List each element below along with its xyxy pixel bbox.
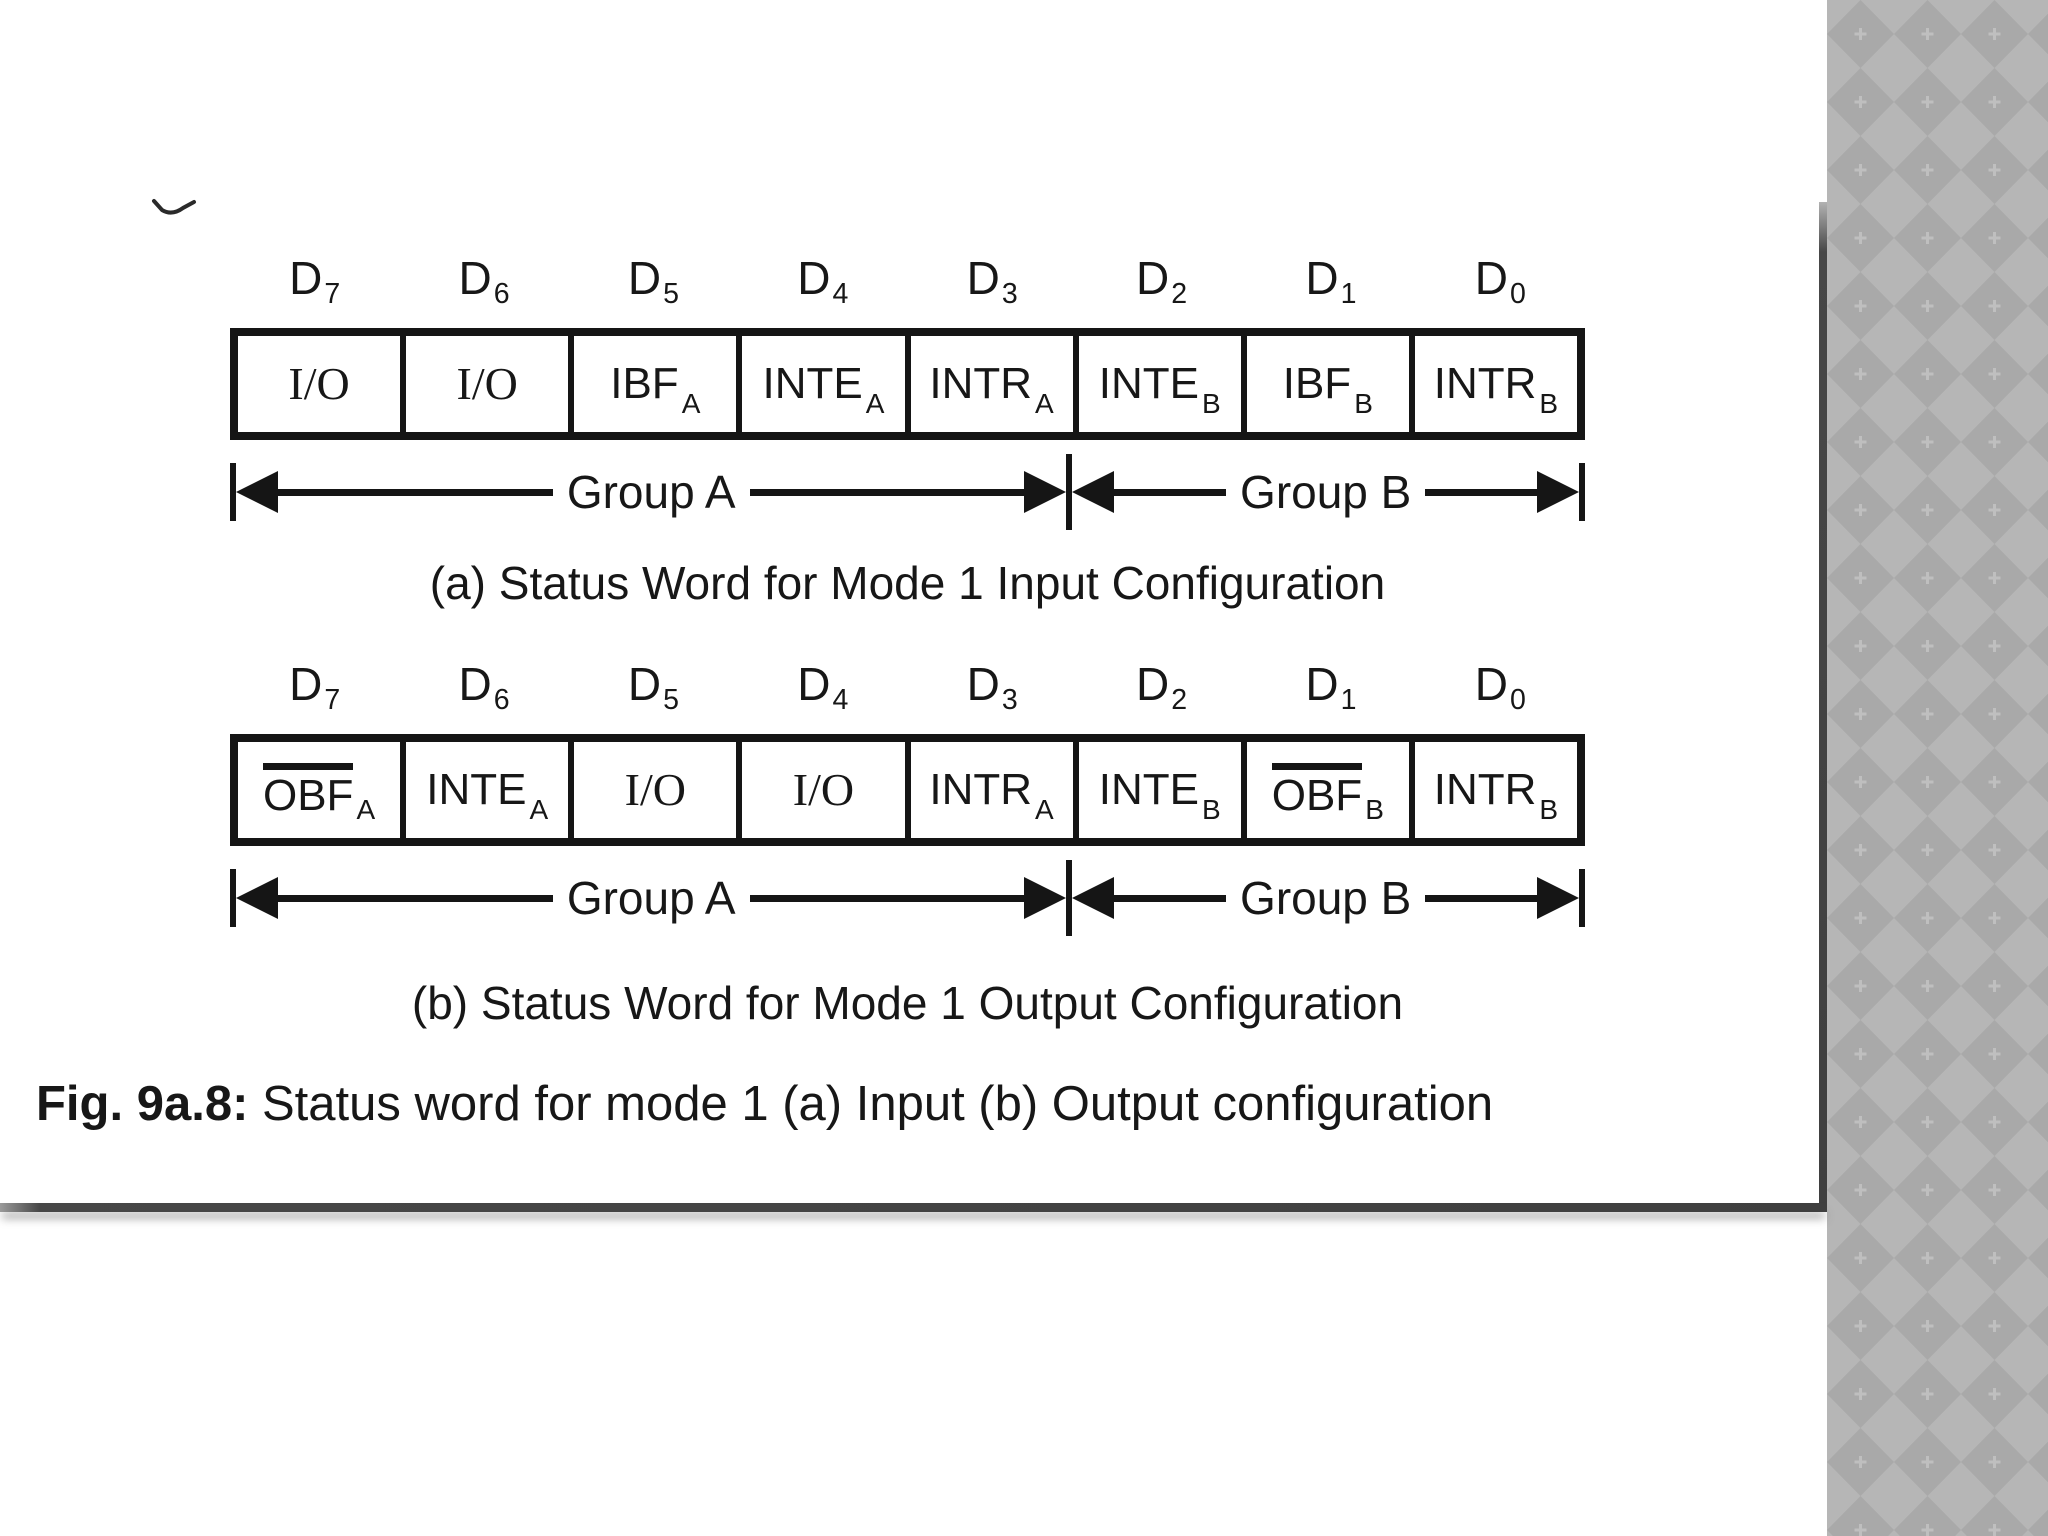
argyle-pattern-strip — [1827, 0, 2048, 1536]
status-bit-cell-IO: I/O — [568, 742, 736, 838]
bit-label-D2: D2 — [1136, 252, 1188, 311]
diagram-b-caption: (b) Status Word for Mode 1 Output Config… — [411, 977, 1404, 1029]
arrowhead-right-icon — [1024, 877, 1067, 919]
bit-label-D5: D5 — [627, 658, 679, 717]
arrowhead-right-icon — [1537, 471, 1580, 513]
figure-caption-number: Fig. 9a.8: — [36, 1077, 249, 1131]
bit-labels-row-b: D7 D6 D5 D4 D3 D2 D1 D0 — [230, 654, 1585, 718]
arrowhead-right-icon — [1537, 877, 1580, 919]
group-a-label: Group A — [566, 466, 736, 518]
bit-label-D2: D2 — [1136, 658, 1188, 717]
group-a-label: Group A — [566, 872, 736, 924]
arrow-line — [749, 894, 1025, 902]
bit-label-D6: D6 — [458, 252, 510, 311]
arrow-line — [1114, 894, 1227, 902]
arrow-endbar — [230, 463, 236, 521]
slide-frame-bottom-line — [0, 1203, 1827, 1212]
group-span-arrows-a: Group A Group B — [230, 454, 1586, 530]
bit-label-D1: D1 — [1305, 252, 1357, 311]
group-divider-bar — [1066, 860, 1073, 936]
arrowhead-left-icon — [1072, 471, 1115, 513]
stray-pen-mark — [152, 199, 196, 215]
arrowhead-left-icon — [1072, 877, 1115, 919]
figure-caption-text: Status word for mode 1 (a) Input (b) Out… — [248, 1077, 1494, 1131]
bit-label-D6: D6 — [458, 658, 510, 717]
arrowhead-left-icon — [236, 471, 278, 513]
bit-label-D4: D4 — [797, 658, 849, 717]
bit-label-D3: D3 — [966, 252, 1018, 311]
figure-caption: Fig. 9a.8: Status word for mode 1 (a) In… — [36, 1076, 1493, 1132]
arrow-endbar — [1579, 869, 1586, 927]
group-b-label: Group B — [1240, 466, 1412, 518]
bit-label-D5: D5 — [627, 252, 679, 311]
bit-label-D0: D0 — [1474, 658, 1526, 717]
bit-label-D3: D3 — [966, 658, 1018, 717]
arrowhead-right-icon — [1024, 471, 1067, 513]
group-a-arrow: Group A — [230, 860, 1067, 936]
bit-labels-row-a: D7 D6 D5 D4 D3 D2 D1 D0 — [230, 248, 1585, 312]
group-a-arrow: Group A — [230, 454, 1067, 530]
status-bit-cell-IO: I/O — [736, 742, 904, 838]
status-bit-cell-IO: I/O — [400, 336, 568, 432]
arrow-endbar — [1579, 463, 1586, 521]
bit-label-D0: D0 — [1474, 252, 1526, 311]
group-divider-bar — [1066, 454, 1073, 530]
bit-label-D7: D7 — [289, 658, 341, 717]
bit-label-D4: D4 — [797, 252, 849, 311]
bit-label-D1: D1 — [1305, 658, 1357, 717]
group-span-arrows-b: Group A Group B — [230, 860, 1586, 936]
status-bit-cell-IO: I/O — [288, 358, 350, 409]
group-b-label: Group B — [1240, 872, 1412, 924]
group-b-arrow: Group B — [1072, 454, 1586, 530]
diagram-a-caption: (a) Status Word for Mode 1 Input Configu… — [429, 557, 1386, 609]
arrow-line — [1114, 488, 1227, 496]
arrow-line — [278, 488, 553, 496]
slide-frame-right-line — [1819, 202, 1827, 1212]
arrow-line — [1425, 894, 1538, 902]
group-b-arrow: Group B — [1072, 860, 1586, 936]
arrow-line — [278, 894, 553, 902]
arrow-line — [1425, 488, 1538, 496]
arrow-line — [749, 488, 1025, 496]
arrow-endbar — [230, 869, 236, 927]
arrowhead-left-icon — [236, 877, 278, 919]
bit-label-D7: D7 — [289, 252, 341, 311]
